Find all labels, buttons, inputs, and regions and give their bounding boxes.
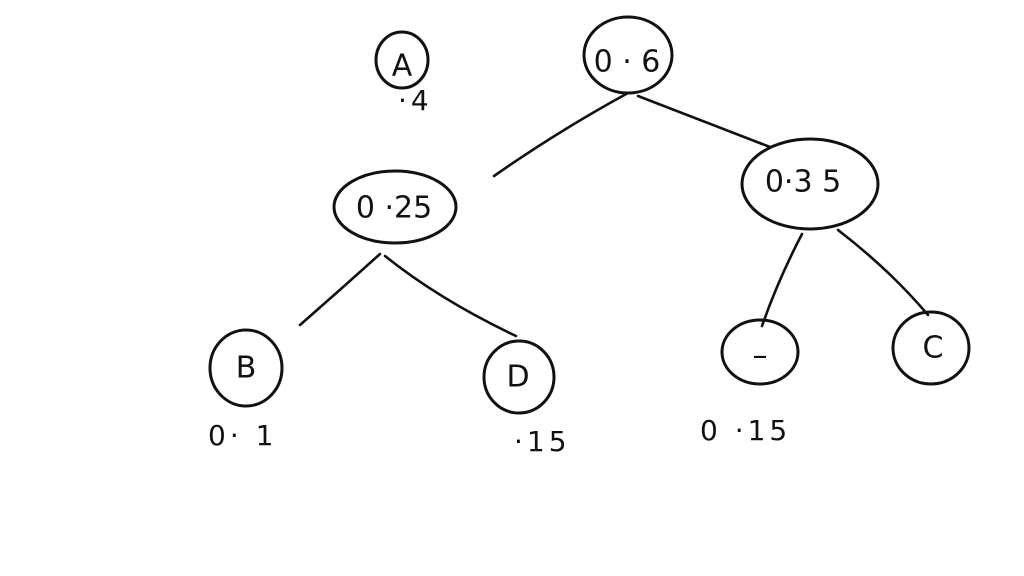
node-d-label: D [506,360,529,395]
node-left-internal-circle [332,169,458,245]
node-a: A [374,30,430,90]
node-dash-circle [720,318,800,386]
node-dash-label: – [753,339,768,374]
edge-root-left [492,91,630,178]
node-a-label: A [392,49,413,84]
node-dash-weight: 0 ·15 [700,414,791,447]
node-b-label: B [236,351,257,386]
edge-right-c [836,228,930,317]
node-dash: – [720,318,800,386]
node-b-weight: 0· 1 [208,419,277,452]
node-right-internal-circle [740,137,880,231]
node-root-circle [582,15,674,95]
edge-left-b [298,252,382,327]
node-d: D [482,339,556,415]
node-d-circle [482,339,556,415]
node-d-weight: ·15 [514,425,571,458]
edge-right-dash [760,232,804,328]
node-left-internal: 0 ·25 [332,169,458,245]
node-b: B [208,328,284,408]
edge-left-d [383,254,518,338]
node-right-internal-label: 0·3 5 [765,165,841,200]
node-right-internal: 0·3 5 [740,137,880,231]
node-c-label: C [923,331,944,366]
node-b-circle [208,328,284,408]
node-c-circle [891,310,971,386]
node-left-internal-label: 0 ·25 [356,191,432,226]
node-root: 0 · 6 [582,15,674,95]
node-c: C [891,310,971,386]
edge-root-right [636,94,772,149]
node-a-circle [374,30,430,90]
node-a-weight: ·4 [398,84,433,117]
node-root-label: 0 · 6 [594,45,661,80]
